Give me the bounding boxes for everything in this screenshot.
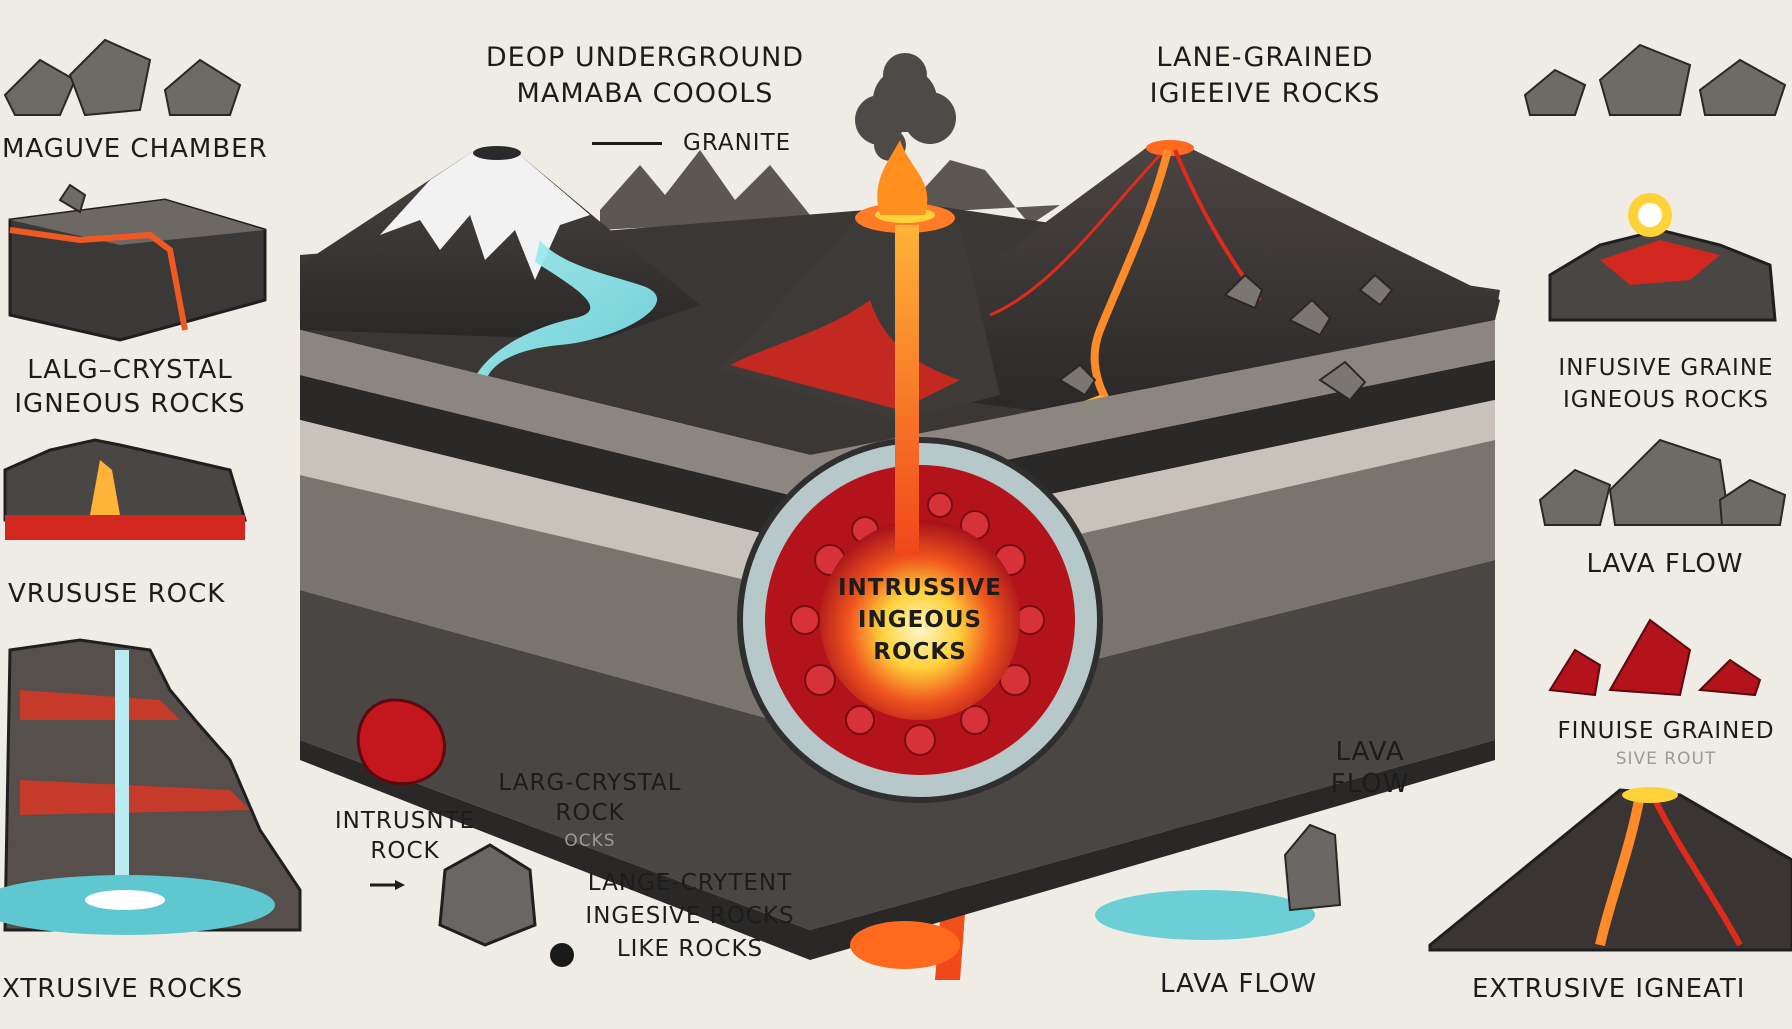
lava-volcano-small	[1428, 787, 1792, 952]
chamber-bottom-glow	[850, 921, 960, 969]
splash-rock	[1283, 823, 1342, 912]
left-column-illustrations	[0, 38, 302, 935]
label-flow-mid: FLOW	[1330, 769, 1410, 799]
label-larg-rock: ROCK	[555, 800, 625, 826]
granite-leader-line	[592, 142, 662, 145]
top-left-boulders	[3, 38, 242, 117]
surface-boulders	[1058, 273, 1394, 402]
label-larg-crystal: LARG-CRYSTAL	[498, 770, 682, 796]
label-mamaba-coools: MAMABA COOOLS	[516, 78, 774, 109]
label-lange-crytent: LANGE-CRYTENT	[587, 870, 793, 896]
snow-cap	[380, 150, 590, 280]
label-infusive-graine: INFUSIVE GRAINE	[1558, 355, 1774, 381]
snowy-crater	[473, 146, 521, 160]
label-vrususe-rock: VRUSUSE ROCK	[8, 579, 226, 609]
lava-streak-3	[989, 153, 1162, 317]
waterfall-cliff	[0, 638, 302, 935]
lava-splash-pool	[1095, 890, 1315, 940]
label-intrusnte: INTRUSNTE	[334, 808, 476, 834]
cross-section-block	[300, 53, 1500, 980]
label-igneous-rocks-right: IGNEOUS ROCKS	[1562, 387, 1770, 413]
label-lava-mid: LAVA	[1335, 737, 1405, 767]
label-lalg-crystal: LALG–CRYSTAL	[27, 355, 233, 385]
magma-chamber-block	[8, 183, 267, 342]
label-lava-flow-bottom: LAVA FLOW	[1160, 969, 1318, 999]
label-lava-flow-right: LAVA FLOW	[1586, 549, 1744, 579]
gray-boulder-cluster	[1538, 438, 1787, 526]
label-intrusnte-rock: ROCK	[370, 838, 440, 864]
label-granite: GRANITE	[683, 130, 792, 156]
label-xtrusive-rocks: XTRUSIVE ROCKS	[2, 974, 244, 1004]
label-larg-ocks: OCKS	[564, 831, 616, 851]
label-rocks-core: ROCKS	[873, 639, 967, 665]
bottom-center-samples	[356, 698, 574, 967]
red-crystal-sample	[356, 698, 446, 786]
label-ingesive-rocks: INGESIVE ROCKS	[585, 903, 795, 929]
chamber-core-glow	[820, 520, 1020, 720]
label-sive-rout: SIVE ROUT	[1615, 749, 1717, 769]
red-crystal-cluster	[1548, 618, 1762, 697]
lava-ridge-block	[3, 438, 248, 540]
top-right-boulders	[1523, 43, 1787, 116]
strata-base	[300, 740, 1495, 960]
label-ingeous-core: INGEOUS	[857, 607, 983, 633]
magma-conduit	[895, 225, 919, 555]
smoke-plume	[855, 53, 956, 161]
label-extrusive-igneati: EXTRUSIVE IGNEATI	[1472, 974, 1746, 1004]
erupting-rocks	[1548, 193, 1777, 322]
label-deop-underground: DEOP UNDERGROUND	[485, 42, 805, 73]
arrow-head	[395, 880, 405, 890]
right-column-illustrations	[1428, 43, 1792, 952]
volcano-crater	[1146, 140, 1194, 156]
gray-rock-sample	[438, 843, 537, 947]
eruption-fire	[877, 140, 928, 215]
label-finuise-grained: FINUISE GRAINED	[1557, 718, 1775, 744]
label-intrussive-core: INTRUSSIVE	[837, 575, 1003, 601]
label-igieeive-rocks: IGIEEIVE ROCKS	[1149, 78, 1381, 109]
label-lane-grained: LANE-GRAINED	[1156, 42, 1374, 73]
label-igneous-rocks-left: IGNEOUS ROCKS	[14, 389, 246, 419]
small-black-pebble	[550, 943, 574, 967]
label-like-rocks: LIKE ROCKS	[616, 936, 764, 962]
label-maguve-chamber: MAGUVE CHAMBER	[2, 134, 268, 164]
